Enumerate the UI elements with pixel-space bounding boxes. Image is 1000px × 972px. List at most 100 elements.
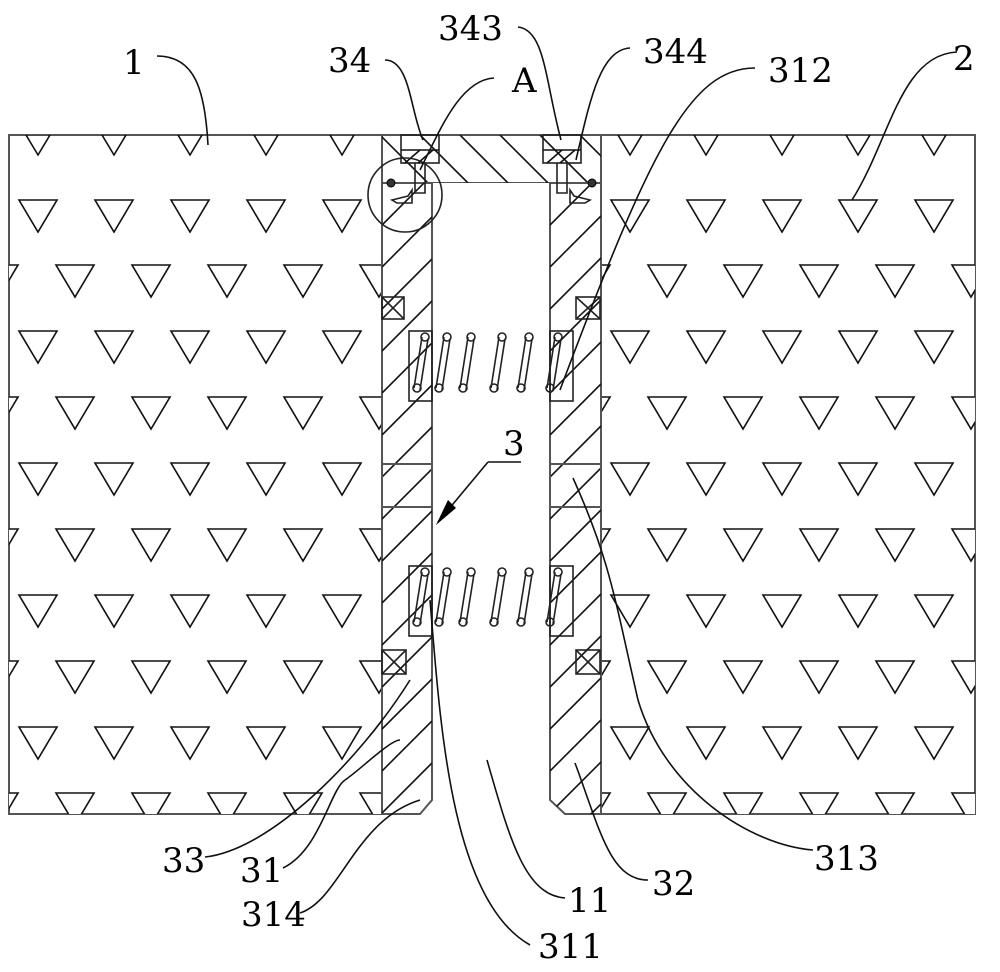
aggregate-triangle <box>177 135 203 157</box>
aggregate-triangle <box>646 264 688 299</box>
label-31: 31 <box>240 851 283 891</box>
aggregate-triangle <box>685 726 727 761</box>
aggregate-triangle <box>54 396 96 431</box>
aggregate-triangle <box>17 594 59 629</box>
pin-left <box>386 178 396 188</box>
aggregate-triangle <box>25 135 51 157</box>
hatch-line <box>382 300 432 352</box>
hatch-line <box>382 552 432 604</box>
aggregate-triangle <box>874 660 916 695</box>
aggregate-triangle <box>837 199 879 234</box>
aggregate-triangle <box>609 726 651 761</box>
aggregate-triangle <box>17 726 59 761</box>
aggregate-triangle <box>913 199 955 234</box>
hatch-line <box>550 215 601 268</box>
aggregate-triangle <box>685 594 727 629</box>
aggregate-triangle <box>245 199 287 234</box>
aggregate-triangle <box>798 264 840 299</box>
aggregate-triangle <box>769 135 795 157</box>
spring-coil <box>434 332 452 393</box>
aggregate-triangle <box>950 660 975 695</box>
spring-coil <box>412 567 430 627</box>
label-314: 314 <box>241 895 306 935</box>
aggregate-triangle <box>321 594 363 629</box>
left-middle-band <box>381 463 433 508</box>
aggregate-triangle <box>9 264 20 282</box>
hatch-line <box>550 761 601 814</box>
sealing-block-bottom-right <box>575 649 601 675</box>
aggregate-triangle <box>761 726 803 761</box>
hatch-line <box>550 183 601 226</box>
aggregate-triangle <box>722 792 764 814</box>
aggregate-triangle <box>206 660 248 695</box>
hatch-line <box>550 383 601 436</box>
aggregate-triangle <box>93 726 135 761</box>
aggregate-triangle <box>17 462 59 497</box>
leader-34 <box>384 59 424 141</box>
aggregate-triangle <box>913 462 955 497</box>
sealing-block-top-right <box>575 296 601 320</box>
top-cap <box>381 134 602 185</box>
aggregate-triangle <box>685 199 727 234</box>
aggregate-triangle <box>646 660 688 695</box>
aggregate-triangle <box>646 396 688 431</box>
aggregate-triangle <box>913 726 955 761</box>
aggregate-triangle <box>130 792 172 814</box>
spring-coil <box>458 567 476 627</box>
hatch-line <box>550 467 601 520</box>
middle-band <box>381 463 602 508</box>
spring-coil <box>545 332 563 393</box>
aggregate-triangle <box>874 528 916 563</box>
aggregate-triangle <box>169 462 211 497</box>
label-343: 343 <box>438 9 503 49</box>
hatch-line <box>550 425 601 478</box>
aggregate-triangle <box>282 264 324 299</box>
hatch-line <box>382 426 432 478</box>
aggregate-triangle <box>685 462 727 497</box>
aggregate-triangle <box>845 135 871 157</box>
hatch-line <box>459 135 509 183</box>
aggregate-triangle <box>837 594 879 629</box>
leader-314 <box>299 799 421 914</box>
aggregate-triangle <box>54 528 96 563</box>
left-seal-strip <box>381 182 433 815</box>
hatch-line <box>550 677 601 730</box>
aggregate-triangle <box>17 199 59 234</box>
aggregate-triangle <box>609 199 651 234</box>
aggregate-triangle <box>761 199 803 234</box>
hatch-line <box>550 341 601 394</box>
aggregate-triangle <box>950 264 975 299</box>
hatch-line <box>382 720 432 772</box>
aggregate-triangle <box>601 660 612 678</box>
label-A: A <box>511 61 537 101</box>
aggregate-triangle <box>991 331 1000 363</box>
spring-coil <box>458 332 476 393</box>
aggregate-triangle <box>358 528 382 563</box>
left-panel-aggregate-pattern <box>9 135 382 814</box>
spring-coil <box>489 332 507 393</box>
label-2: 2 <box>953 39 975 79</box>
aggregate-triangle <box>601 528 612 546</box>
spring-coil <box>545 567 563 627</box>
aggregate-triangle <box>535 463 573 495</box>
spring-pocket-lower-left <box>408 565 433 637</box>
aggregate-triangle <box>93 462 135 497</box>
detail-circle <box>367 157 443 233</box>
leader-1 <box>156 55 209 146</box>
aggregate-triangle <box>609 462 651 497</box>
aggregate-triangle <box>358 660 382 695</box>
aggregate-triangle <box>93 330 135 365</box>
aggregate-triangle <box>93 594 135 629</box>
aggregate-triangle <box>542 135 566 155</box>
aggregate-triangle <box>101 135 127 157</box>
leader-31 <box>282 739 401 869</box>
aggregate-triangle <box>130 528 172 563</box>
aggregate-triangle <box>601 396 612 414</box>
spring-coil <box>412 332 430 393</box>
label-34: 34 <box>328 41 371 81</box>
aggregate-triangle <box>9 396 20 414</box>
aggregate-triangle <box>798 792 840 814</box>
aggregate-triangle <box>496 661 534 693</box>
aggregate-triangle <box>950 528 975 563</box>
aggregate-triangle <box>130 396 172 431</box>
